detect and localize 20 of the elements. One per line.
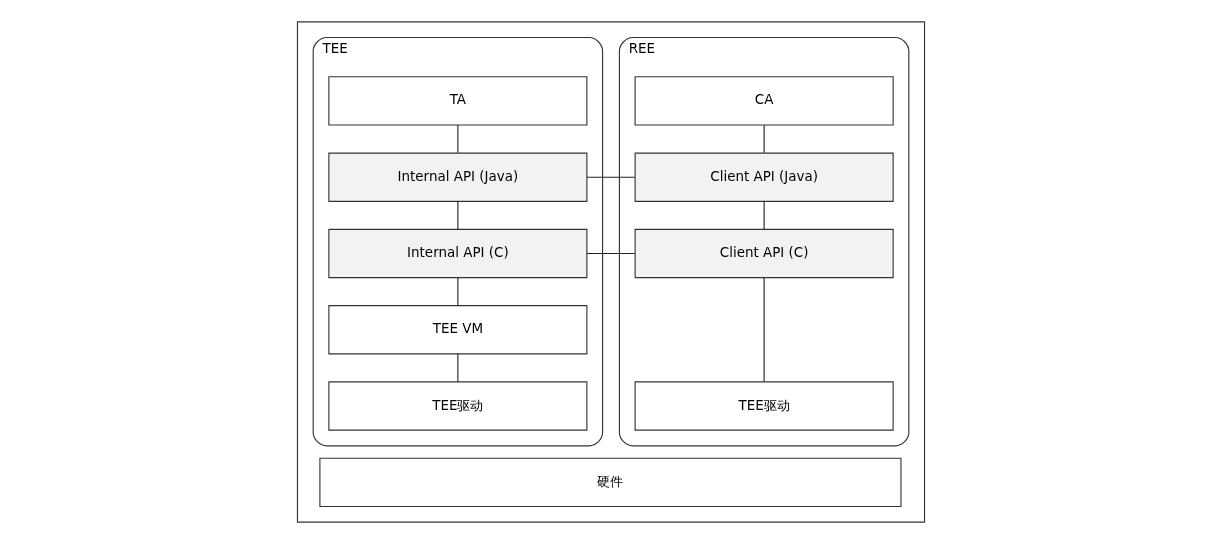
node-box: Client API (C) xyxy=(634,228,894,279)
cluster xyxy=(296,21,925,523)
node-box: CA xyxy=(634,76,894,126)
connector xyxy=(586,252,635,255)
node-box: TA xyxy=(327,76,587,126)
connector xyxy=(763,124,765,154)
node-box: TEE驱动 xyxy=(634,381,894,431)
node-box: Internal API (C) xyxy=(327,228,587,279)
node-box: 硬件 xyxy=(318,457,902,507)
connector xyxy=(763,200,765,230)
connector xyxy=(456,124,458,154)
connector xyxy=(586,176,635,178)
node-box: Internal API (Java) xyxy=(327,152,587,202)
node-box: Client API (Java) xyxy=(634,152,894,202)
node-box: TEE VM xyxy=(327,305,587,355)
connector xyxy=(763,277,765,383)
connector xyxy=(456,277,458,306)
connector xyxy=(456,200,458,230)
connector xyxy=(456,353,458,383)
node-box: TEE驱动 xyxy=(327,381,587,431)
